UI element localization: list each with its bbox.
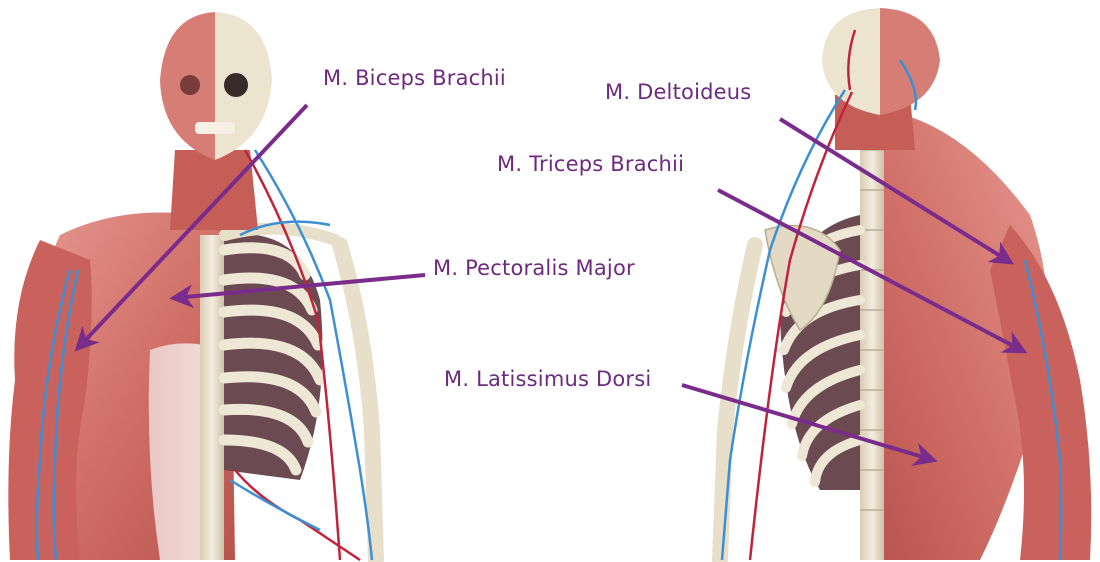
posterior-head-muscle bbox=[880, 8, 940, 115]
posterior-humerus bbox=[712, 237, 763, 562]
label-pectoralis-major: M. Pectoralis Major bbox=[433, 256, 635, 280]
anterior-clavicle bbox=[219, 222, 341, 246]
posterior-scapula bbox=[764, 224, 841, 332]
posterior-skull bbox=[822, 8, 880, 115]
anterior-vessels bbox=[35, 149, 374, 562]
abdominal-fascia bbox=[148, 343, 210, 560]
label-deltoideus: M. Deltoideus bbox=[605, 80, 752, 104]
arrow-latissimus bbox=[681, 383, 938, 467]
anterior-eye-left bbox=[180, 75, 200, 95]
label-triceps-brachii: M. Triceps Brachii bbox=[497, 152, 685, 176]
posterior-figure bbox=[712, 8, 1092, 562]
anterior-eye bbox=[224, 73, 248, 97]
arrow-pectoralis bbox=[169, 273, 426, 309]
label-latissimus-dorsi: M. Latissimus Dorsi bbox=[444, 367, 652, 391]
posterior-arm bbox=[990, 225, 1092, 560]
anterior-ribs bbox=[218, 242, 326, 476]
arrow-triceps bbox=[717, 188, 1028, 354]
anterior-teeth bbox=[195, 122, 235, 134]
arrow-deltoideus bbox=[778, 117, 1015, 265]
anterior-humerus bbox=[332, 237, 384, 562]
anterior-neck bbox=[170, 150, 258, 230]
arrow-biceps bbox=[74, 103, 309, 352]
anterior-arm-right bbox=[8, 240, 92, 560]
sternum bbox=[200, 235, 224, 560]
label-biceps-brachii: M. Biceps Brachii bbox=[323, 66, 506, 90]
arrows bbox=[74, 103, 1028, 467]
